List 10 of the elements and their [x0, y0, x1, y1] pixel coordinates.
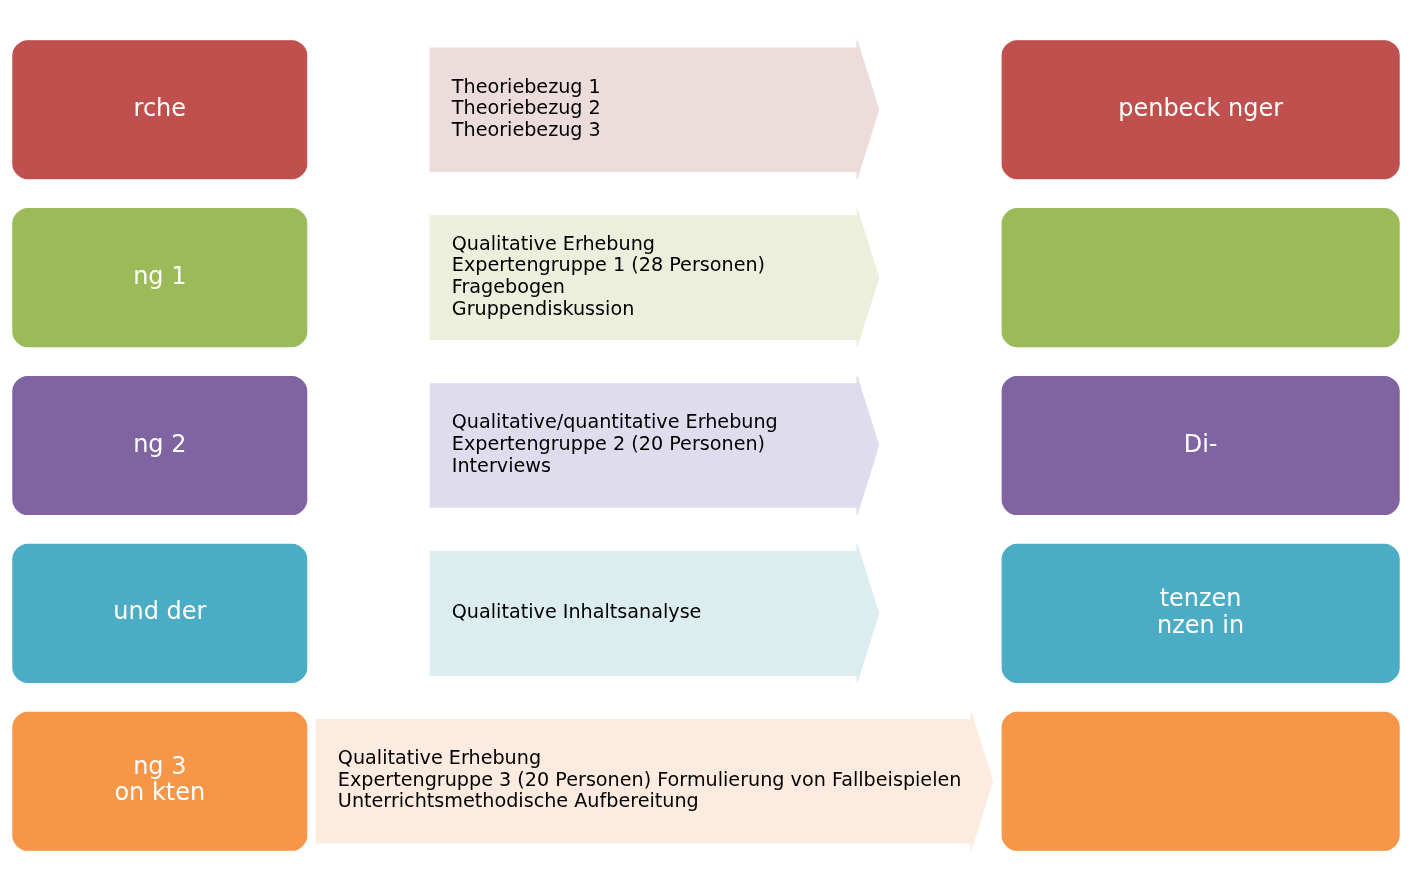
node-box: und der — [12, 543, 308, 683]
node-box: penbeck nger — [1001, 39, 1400, 179]
node-box — [1001, 207, 1400, 347]
node-box: ng 2 — [12, 375, 308, 515]
node-box: ng 3 on kten — [12, 711, 308, 851]
node-box: ng 1 — [12, 207, 308, 347]
node-box: tenzen nzen in — [1001, 543, 1400, 683]
node-box: Di- — [1001, 375, 1400, 515]
node-box — [1001, 711, 1400, 851]
node-box: rche — [12, 39, 308, 179]
